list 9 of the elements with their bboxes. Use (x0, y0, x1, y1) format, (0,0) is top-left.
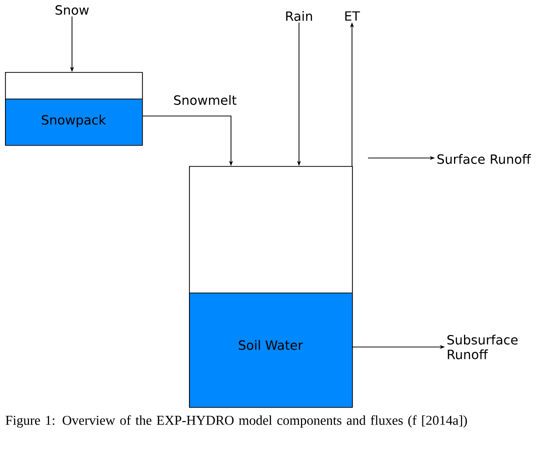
flux-label: Subsurface Runoff (447, 334, 518, 360)
flux-label: Rain (286, 11, 312, 21)
edge-label: Snowmelt (172, 94, 238, 106)
storage-tank: Snowpack (4, 72, 143, 146)
storage-tank: Soil Water (188, 166, 353, 408)
flux-label: Snow (56, 5, 89, 15)
flux-label: ET (345, 11, 360, 21)
figure-caption: Figure 1: Overview of the EXP-HYDRO model components and fluxes (f [2014a]) (6, 415, 467, 428)
flux-label: Surface Runoff (437, 154, 532, 164)
